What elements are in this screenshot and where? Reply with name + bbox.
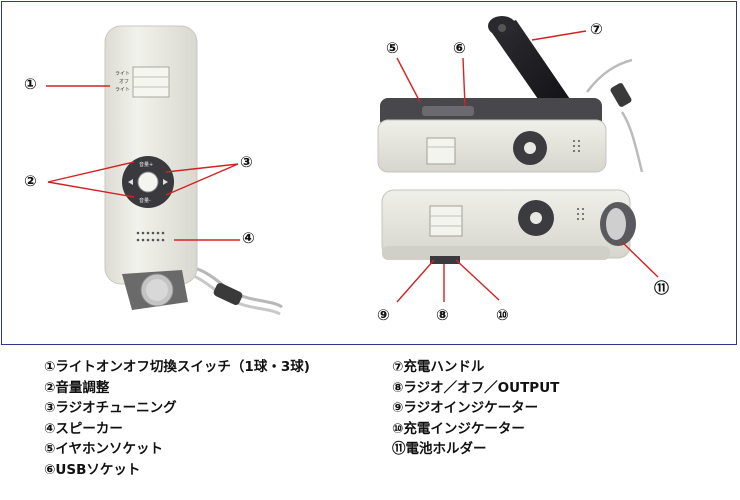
volume-up-label: 音量+ xyxy=(139,161,153,168)
callout-4: ④ xyxy=(242,229,255,247)
right-top-device xyxy=(377,98,607,173)
legend-item-10: ⑩充電インジケーター xyxy=(392,420,525,437)
callout-11: ⑪ xyxy=(654,279,670,297)
legend-right: ⑦充電ハンドル ⑧ラジオ／オフ／OUTPUT ⑨ラジオインジケーター ⑩充電イン… xyxy=(392,357,559,460)
charging-handle xyxy=(490,20,572,112)
legend-item-9: ⑨ラジオインジケーター xyxy=(392,400,539,416)
device-photo: ライト オフ ライト 音量+ 音量- xyxy=(46,16,659,316)
legend-item-11: ⑪電池ホルダー xyxy=(392,441,487,457)
right-bottom-device xyxy=(381,189,636,264)
callout-8: ⑧ xyxy=(436,306,449,324)
speaker-grille xyxy=(136,231,165,242)
legend-item-2: ②音量調整 xyxy=(44,379,110,396)
photo-frame: ライト オフ ライト 音量+ 音量- xyxy=(1,1,737,345)
legend-item-7: ⑦充電ハンドル xyxy=(392,359,485,375)
callout-6: ⑥ xyxy=(453,39,466,57)
callout-10: ⑩ xyxy=(496,306,509,324)
legend-item-4: ④スピーカー xyxy=(44,420,123,437)
legend-item-6: ⑥USBソケット xyxy=(44,461,141,478)
legend-item-5: ⑤イヤホンソケット xyxy=(44,441,164,457)
left-device: ライト オフ ライト 音量+ 音量- xyxy=(104,25,198,310)
switch-label-bottom: ライト xyxy=(115,87,130,93)
callout-lines xyxy=(46,30,659,303)
volume-down-label: 音量- xyxy=(139,197,151,204)
callout-7: ⑦ xyxy=(590,20,603,38)
legend-item-1: ①ライトオンオフ切換スイッチ（1球・3球) xyxy=(44,359,310,375)
callout-9: ⑨ xyxy=(377,306,390,324)
switch-label-mid: オフ xyxy=(119,79,129,85)
legend-item-3: ③ラジオチューニング xyxy=(44,400,177,416)
callout-5: ⑤ xyxy=(386,39,399,57)
legend-left: ①ライトオンオフ切換スイッチ（1球・3球) ②音量調整 ③ラジオチューニング ④… xyxy=(44,357,310,480)
legend-item-8: ⑧ラジオ／オフ／OUTPUT xyxy=(392,379,560,396)
callout-2: ② xyxy=(24,172,37,190)
switch-label-top: ライト xyxy=(115,71,130,77)
callout-3: ③ xyxy=(240,153,253,171)
callout-1: ① xyxy=(24,75,37,93)
